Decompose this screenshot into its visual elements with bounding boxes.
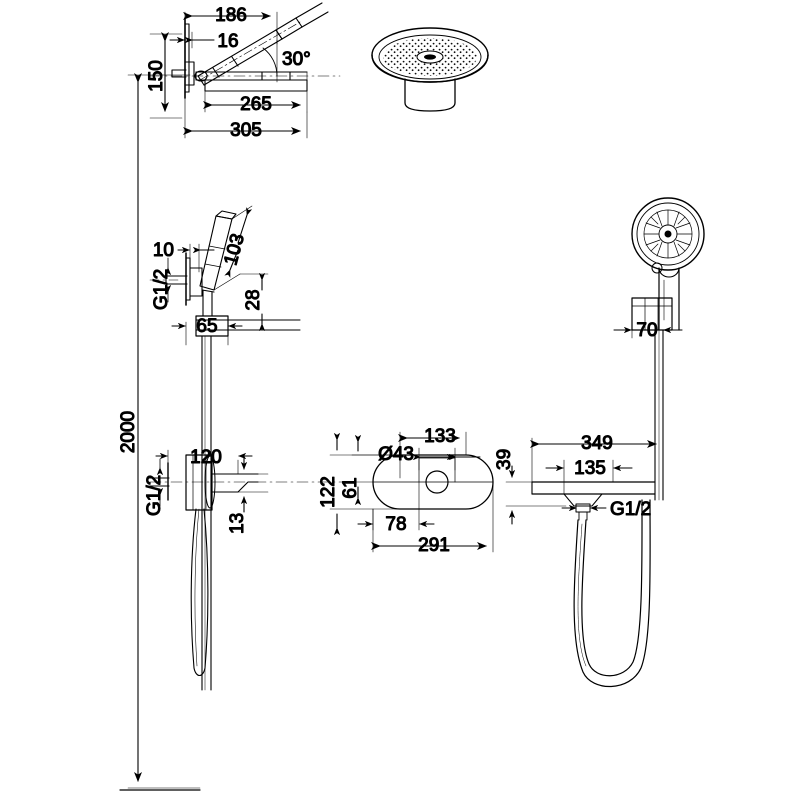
dimension-61 [351, 434, 401, 506]
dimension-10 [177, 243, 215, 273]
dimension-label-g12-top: G1/2 [151, 269, 172, 310]
dimension-label-349: 349 [581, 433, 613, 454]
dimension-305 [183, 97, 308, 139]
wall-bracket-detail [149, 2, 341, 99]
dimension-label-16: 16 [217, 31, 238, 52]
dimension-label-28: 28 [243, 289, 264, 310]
dimension-diameter-43 [412, 447, 481, 471]
dimension-label-g12-bottom: G1/2 [144, 475, 165, 516]
dimension-label-135: 135 [574, 458, 606, 479]
overhead-shower-perspective [371, 27, 489, 112]
dimension-265 [203, 71, 308, 113]
dimension-label-61: 61 [340, 477, 361, 498]
dimension-label-133: 133 [424, 426, 456, 447]
dimension-16 [169, 31, 215, 49]
riser-valve-elevation [149, 454, 346, 677]
dimension-291 [371, 481, 494, 553]
dimension-label-186: 186 [215, 5, 247, 26]
dimension-135 [545, 459, 633, 495]
dimension-label-g12-right: G1/2 [610, 499, 651, 520]
dimension-2000 [127, 73, 201, 789]
hand-shower-side-view [531, 197, 705, 688]
dimension-13 [237, 455, 269, 513]
dimension-label-305: 305 [230, 120, 262, 141]
dimension-28 [239, 272, 269, 332]
dimension-39 [505, 465, 567, 525]
dimension-label-150: 150 [146, 60, 167, 92]
dimension-label-30deg: 30° [282, 49, 311, 70]
dimension-label-291: 291 [418, 535, 450, 556]
dimension-label-65: 65 [196, 316, 217, 337]
callout-g12-top [149, 257, 183, 303]
dimension-label-70: 70 [636, 320, 657, 341]
dimension-label-103: 103 [220, 232, 248, 268]
hand-shower-holder-detail [165, 210, 301, 691]
dimension-120 [155, 449, 253, 475]
dimension-label-120: 120 [190, 447, 222, 468]
dimension-349 [530, 437, 664, 483]
dimension-label-78: 78 [385, 514, 406, 535]
dimension-70 [613, 305, 683, 339]
dimension-label-265: 265 [240, 94, 272, 115]
dimension-label-10: 10 [153, 240, 174, 261]
dimension-label-13: 13 [227, 513, 248, 534]
dimension-103 [213, 205, 253, 291]
dimension-150 [149, 32, 183, 119]
dimension-label-2000: 2000 [118, 411, 139, 453]
dimension-label-122: 122 [318, 476, 339, 508]
dimension-65 [171, 321, 243, 346]
dimension-label-d43: Ø43 [378, 444, 414, 465]
dimension-label-39: 39 [494, 449, 515, 470]
